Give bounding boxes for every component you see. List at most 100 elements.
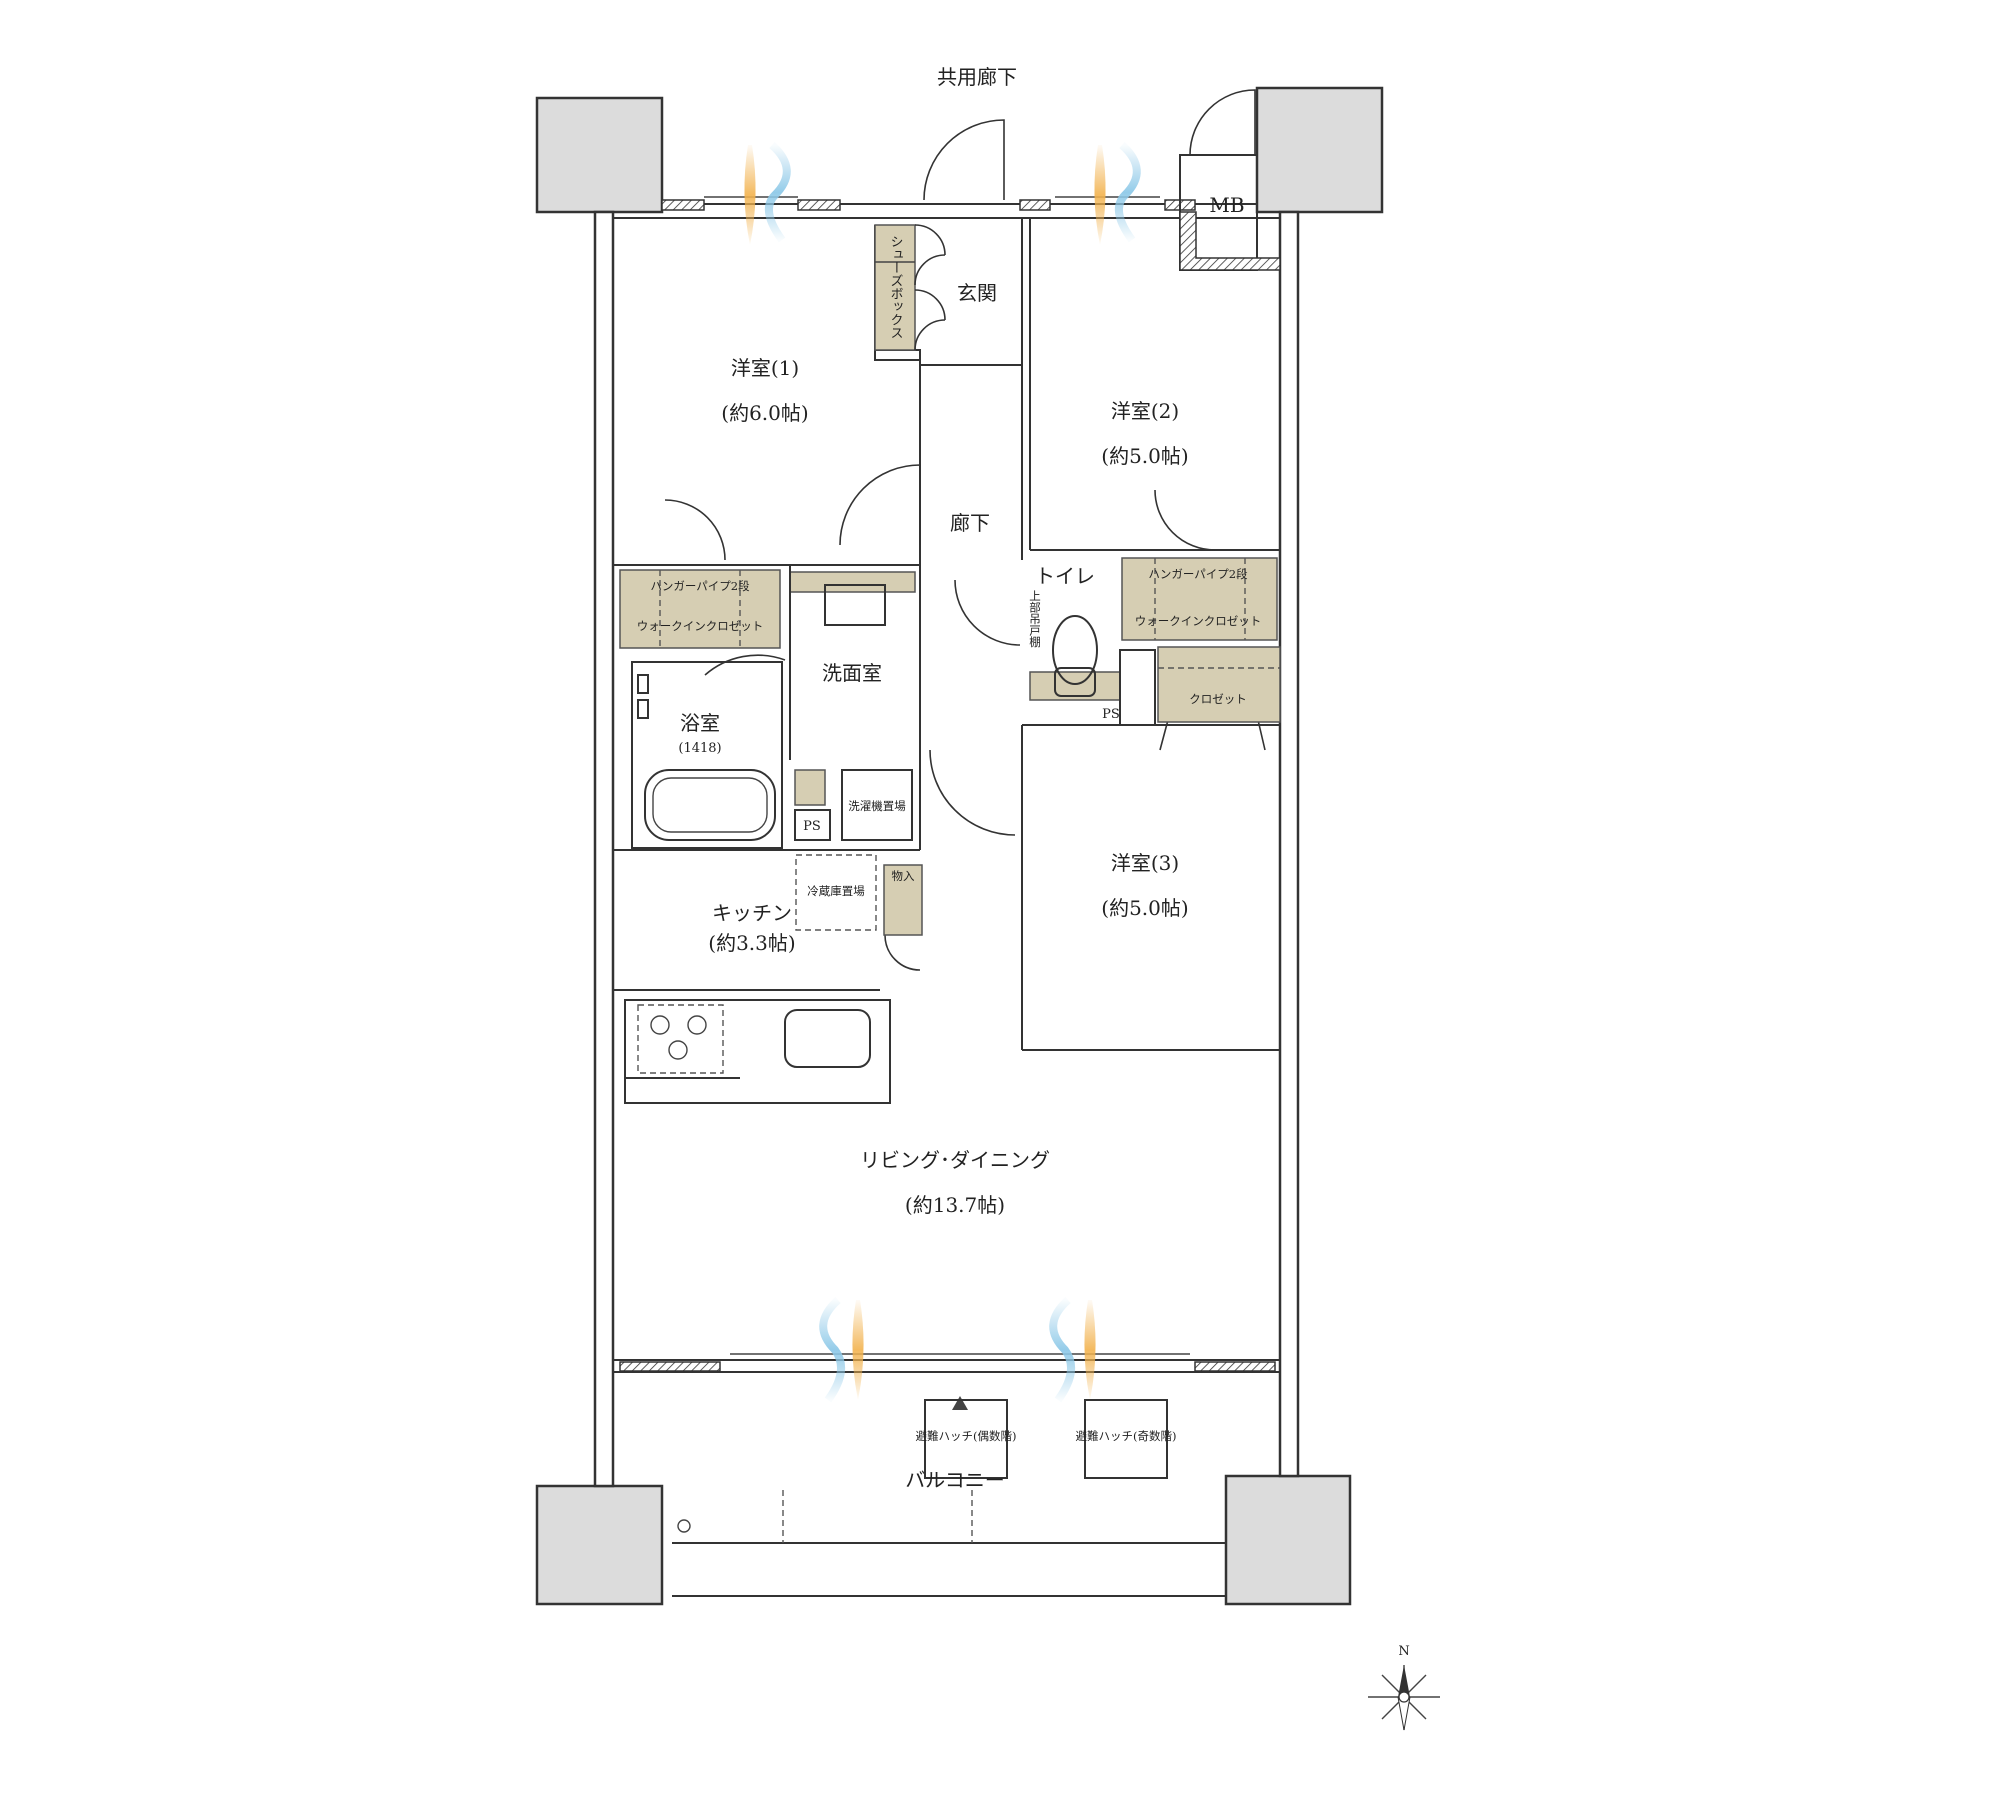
air-arrow-orange-4 [1084, 1300, 1096, 1400]
air-arrow-blue-4 [1049, 1297, 1076, 1403]
bathroom-box [631, 661, 783, 849]
shoe-box-door-4 [914, 319, 946, 351]
shoe-box-door-3 [914, 289, 946, 321]
label-living-size: (約13.7帖) [905, 1193, 1005, 1217]
label-walkin-right: ウォークインクロゼット [1135, 614, 1262, 628]
balcony-step-marker [952, 1396, 968, 1410]
label-living-name: リビング･ダイニング [860, 1148, 1050, 1172]
closet-door-1 [1159, 719, 1169, 751]
burner-1 [650, 1015, 670, 1035]
air-arrow-orange-3 [852, 1300, 864, 1400]
fridge-space [795, 854, 877, 931]
ps-box-bath [794, 809, 831, 841]
label-hatch-even: 避難ハッチ(偶数階) [916, 1429, 1017, 1443]
mb-wall-hatch [1179, 211, 1281, 271]
label-ps-toilet: PS [1102, 707, 1120, 722]
burner-2 [687, 1015, 707, 1035]
label-room1-name: 洋室(1) [731, 356, 799, 380]
label-north: N [1398, 1644, 1409, 1659]
label-bathroom-size: (1418) [678, 741, 721, 756]
bathtub [644, 769, 776, 841]
shoe-box [874, 224, 916, 351]
hall-to-room3-door [929, 749, 1016, 836]
cooktop [637, 1004, 724, 1074]
hatch-odd-box [1084, 1399, 1168, 1479]
window-top-left [661, 199, 705, 211]
compass-icon [1368, 1665, 1440, 1731]
label-room2-size: (約5.0帖) [1101, 444, 1188, 468]
bath-shelf-1 [637, 674, 649, 694]
label-room2-name: 洋室(2) [1111, 399, 1179, 423]
label-walkin-left: ウォークインクロゼット [637, 619, 764, 633]
label-room3-name: 洋室(3) [1111, 851, 1179, 875]
kitchen-sink [784, 1009, 871, 1068]
label-washer: 洗濯機置場 [848, 799, 906, 813]
washer-box [841, 769, 913, 841]
label-mb: MB [1209, 193, 1244, 217]
balcony-drain [677, 1519, 691, 1533]
walkin-closet-left [619, 569, 781, 649]
mb-door-swing [1189, 89, 1256, 156]
closet-room3 [1157, 646, 1281, 723]
ps-column-bath [794, 769, 826, 806]
label-toilet: トイレ [1035, 564, 1095, 588]
air-arrow-blue-3 [819, 1297, 846, 1403]
label-closet: クロゼット [1189, 692, 1247, 706]
label-balcony: バルコニー [905, 1468, 1005, 1492]
column-bottom-right [1224, 1474, 1352, 1606]
closet-door-2 [1257, 719, 1266, 751]
ps-box-toilet [1119, 649, 1156, 726]
bath-shelf-2 [637, 699, 649, 719]
wall-left [593, 210, 615, 1488]
label-shoe-box: シューズボックス [888, 235, 903, 339]
vanity-counter [789, 571, 916, 593]
column-bottom-left [535, 1484, 664, 1606]
column-top-right [1255, 86, 1384, 214]
wic-left-door [664, 499, 726, 561]
vanity-sink [824, 584, 886, 626]
hatch-even-box [924, 1399, 1008, 1479]
bathtub-inner [652, 777, 768, 833]
window-bottom-left [619, 1361, 721, 1372]
label-room3-size: (約5.0帖) [1101, 896, 1188, 920]
label-corridor-shared: 共用廊下 [937, 65, 1017, 89]
burner-3 [668, 1040, 688, 1060]
label-ps-bath: PS [803, 819, 821, 834]
label-hallway: 廊下 [950, 511, 990, 535]
label-kitchen-name: キッチン [712, 901, 792, 925]
hall-to-toilet-door [954, 579, 1021, 646]
room1-door [839, 464, 921, 546]
wall-right [1278, 210, 1300, 1478]
toilet-bowl [1052, 615, 1098, 685]
shoe-box-door-1 [914, 224, 946, 256]
label-washroom: 洗面室 [822, 661, 882, 685]
label-storage: 物入 [892, 869, 915, 883]
air-arrow-blue-1 [764, 142, 791, 243]
air-arrow-orange-2 [1094, 145, 1106, 245]
label-hanger-pipe-left: ハンガーパイプ2段 [650, 579, 750, 593]
label-hatch-odd: 避難ハッチ(奇数階) [1076, 1429, 1177, 1443]
room2-door [1154, 489, 1216, 551]
storage-cabinet [883, 864, 923, 936]
column-top-left [535, 96, 664, 214]
window-top-mid [1019, 199, 1051, 211]
label-upper-cabinet: 上部吊戸棚 [1028, 590, 1042, 648]
toilet-tank [1054, 667, 1096, 697]
front-door-swing [923, 119, 1005, 201]
kitchen-counter [624, 999, 891, 1104]
air-arrow-orange-1 [744, 145, 756, 245]
window-top-left-2 [797, 199, 841, 211]
shoe-box-door-2 [914, 254, 946, 286]
label-entrance: 玄関 [957, 281, 997, 305]
label-room1-size: (約6.0帖) [721, 401, 808, 425]
kitchen-door [884, 934, 921, 971]
label-fridge: 冷蔵庫置場 [807, 884, 865, 898]
walkin-closet-right [1121, 557, 1278, 641]
label-hanger-pipe-right: ハンガーパイプ2段 [1148, 567, 1248, 581]
label-kitchen-size: (約3.3帖) [708, 931, 795, 955]
wall-shoebox-bottom [874, 349, 921, 361]
window-bottom-right [1194, 1361, 1276, 1372]
bath-door [704, 654, 786, 676]
air-arrow-blue-2 [1114, 142, 1141, 243]
